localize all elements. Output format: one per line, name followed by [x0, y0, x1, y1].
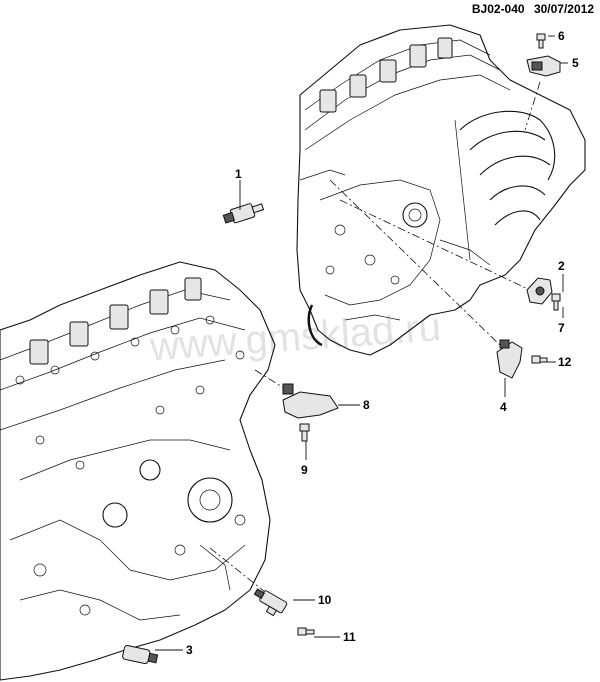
engine-block-upper: [296, 24, 586, 356]
callout-7: 7: [558, 321, 565, 335]
part-5-sensor: [526, 55, 561, 77]
part-12-bolt: [531, 355, 548, 364]
callout-6: 6: [558, 29, 565, 43]
callout-2: 2: [558, 259, 565, 273]
callout-11: 11: [343, 630, 356, 644]
part-6-bolt: [536, 33, 546, 49]
part-2-sensor: [526, 277, 553, 305]
callout-4: 4: [500, 400, 507, 414]
drawing-code: BJ02-040: [471, 2, 525, 16]
engine-block-lower: [0, 261, 276, 681]
part-3-sensor: [122, 645, 159, 665]
callout-3: 3: [186, 643, 193, 657]
callout-8: 8: [363, 398, 370, 412]
part-11-bolt: [297, 627, 315, 636]
watermark-text: www.gmsklad.ru: [148, 305, 443, 369]
part-7-bolt: [551, 293, 561, 311]
part-4-sensor: [496, 339, 523, 379]
callout-1: 1: [235, 167, 242, 181]
part-8-sensor: [282, 383, 339, 419]
drawing-date: 30/07/2012: [533, 2, 594, 16]
callout-12: 12: [558, 355, 572, 369]
callout-10: 10: [318, 593, 332, 607]
drawing-header: BJ02-040 30/07/2012: [466, 2, 594, 16]
callout-9: 9: [301, 463, 308, 477]
callout-numbers: 1 6 5 2 7 12 4 8 9 10 11 3: [186, 29, 579, 657]
part-1-sensor: [222, 203, 265, 224]
callout-leaders: [155, 35, 568, 651]
callout-5: 5: [572, 56, 579, 70]
part-9-bolt: [299, 423, 310, 442]
part-10-sensor: [253, 588, 288, 617]
